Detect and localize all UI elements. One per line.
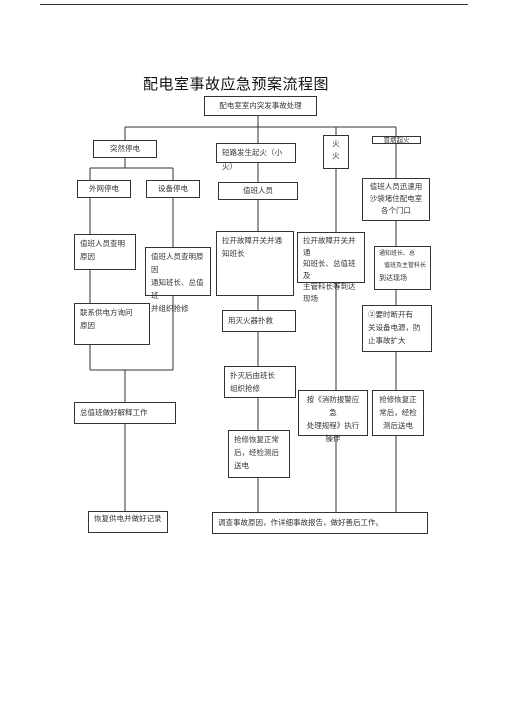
pull-switch-notify-line-2: 知班长、总值班及 <box>303 259 356 280</box>
repair-restore-2-line-2: 后，经检测后 <box>234 448 279 457</box>
fire-label-2: 火 <box>332 151 340 160</box>
node-duty-staff: 值班人员 <box>218 182 298 200</box>
notify-repair-line-2: 通知班长、总值班 <box>151 278 204 300</box>
node-smoke-fire: 冒烟起火 <box>372 136 421 144</box>
duty-quick-line-3: 各个门口 <box>381 206 411 215</box>
check-cause-line-2: 原因 <box>80 252 95 261</box>
node-equipment-outage: 设备停电 <box>146 180 200 198</box>
node-fire-rules: 按《消防报警应急 处理规程》执行 操作 <box>298 390 368 443</box>
diagram-title: 配电室事故应急预案流程图 <box>143 75 330 93</box>
notify-side-line-1: 通知班长、总 <box>379 250 416 257</box>
node-record: 恢复供电并做好记录 <box>88 511 168 533</box>
contact-supply-line-2: 原因 <box>80 321 95 330</box>
node-extinguish: 用灭火器扑救 <box>222 310 296 332</box>
node-repair-restore-2: 抢修恢复正常 后，经检测后 送电 <box>228 430 290 478</box>
pull-switch-notify-line-3: 主管科长等到达 <box>303 282 356 291</box>
node-pull-switch: 拉开故障开关并通 知班长 <box>216 231 294 296</box>
node-start: 配电室室内突发事故处理 <box>204 96 317 116</box>
notify-side-line-3: 到达现场 <box>379 274 407 282</box>
node-duty-quick: 值班人员迅速用 沙袋堵住配电室 各个门口 <box>362 178 430 221</box>
pull-switch-line-2: 知班长 <box>222 249 245 258</box>
fire-rules-line-2: 处理规程》执行 <box>306 421 360 430</box>
node-after-fire: 扑灭后由班长 组织抢修 <box>224 366 296 398</box>
pull-switch-line-1: 拉开故障开关并通 <box>222 236 282 245</box>
repair-restore-line-3: 测后送电 <box>383 421 413 430</box>
node-cut-power: ②要时断开有 关设备电源，防 止事故扩大 <box>362 305 432 352</box>
cut-power-line-3: 止事故扩大 <box>368 336 406 345</box>
check-cause-line-1: 值班人员查明 <box>80 239 125 248</box>
pull-switch-notify-line-4: 现场 <box>303 293 318 303</box>
node-notify-repair: 值班人员查明原因 通知班长、总值班 并组织抢修 <box>145 247 211 313</box>
cut-power-line-2: 关设备电源，防 <box>368 323 421 332</box>
repair-restore-line-1: 抢修恢复正 <box>379 395 417 404</box>
pull-switch-notify-line-1: 拉开故障开关并通 <box>303 236 356 257</box>
node-external-outage: 外网停电 <box>77 180 131 198</box>
node-explain: 总值班做好解释工作 <box>74 402 176 424</box>
repair-restore-line-2: 常后，经检 <box>379 408 417 417</box>
repair-restore-2-line-1: 抢修恢复正常 <box>234 435 279 444</box>
fire-rules-line-1: 按《消防报警应急 <box>306 395 360 417</box>
notify-repair-line-1: 值班人员查明原因 <box>151 252 204 274</box>
node-contact-supply: 联系供电方询问 原因 <box>74 303 150 345</box>
duty-quick-line-1: 值班人员迅速用 <box>369 182 423 191</box>
fire-rules-line-3: 操作 <box>325 434 341 443</box>
notify-repair-line-3: 并组织抢修 <box>151 304 189 313</box>
fire-label-1: 火 <box>332 139 340 148</box>
node-sudden-outage: 突然停电 <box>93 140 157 158</box>
node-pull-switch-notify: 拉开故障开关并通 知班长、总值班及 主管科长等到达 现场 <box>297 232 365 303</box>
contact-supply-line-1: 联系供电方询问 <box>80 308 133 317</box>
duty-quick-line-2: 沙袋堵住配电室 <box>369 194 423 203</box>
node-notify-side: 通知班长、总 值班及主管科长 到达现场 <box>374 246 431 290</box>
cut-power-line-1: ②要时断开有 <box>368 310 413 319</box>
node-short-circuit: 短路发生起火（小火） <box>216 143 296 171</box>
notify-side-line-2: 值班及主管科长 <box>383 262 426 269</box>
node-investigate: 调查事故原因，作详细事故报告，做好善后工作。 <box>212 512 428 534</box>
after-fire-line-2: 组织抢修 <box>230 384 260 393</box>
node-repair-restore: 抢修恢复正 常后，经检 测后送电 <box>372 390 424 436</box>
node-fire: 火 火 <box>323 135 349 169</box>
after-fire-line-1: 扑灭后由班长 <box>230 371 275 380</box>
header-rule <box>40 4 468 5</box>
node-check-cause: 值班人员查明 原因 <box>74 234 136 270</box>
repair-restore-2-line-3: 送电 <box>234 461 249 470</box>
